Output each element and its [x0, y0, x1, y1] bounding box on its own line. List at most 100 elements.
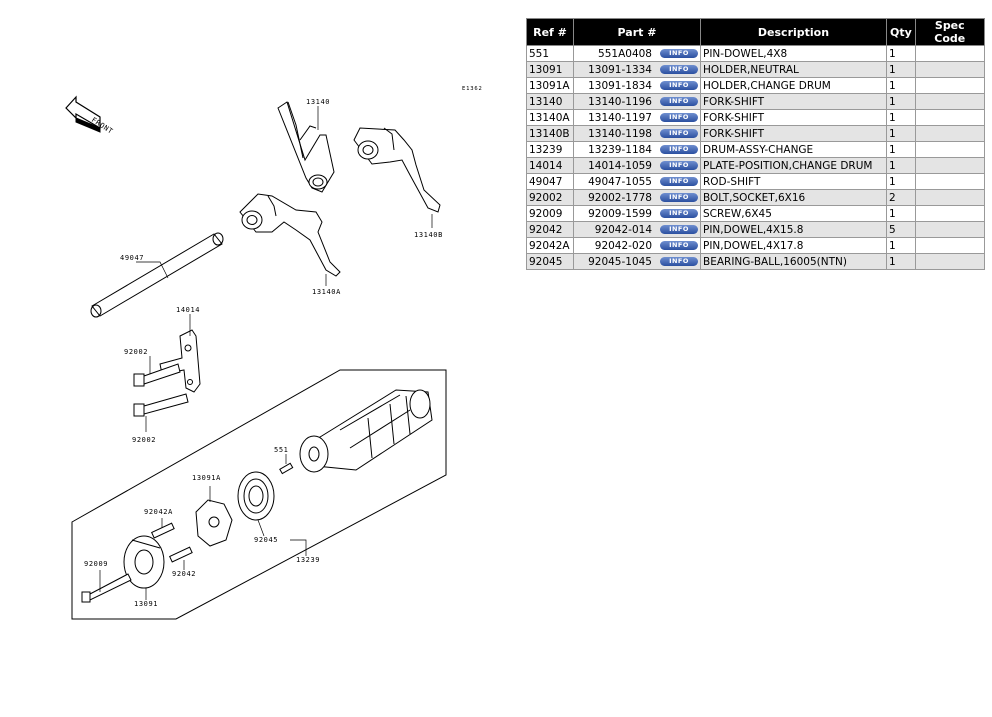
qty-cell: 1 [886, 157, 916, 174]
qty-cell: 1 [886, 109, 916, 126]
description-cell: FORK-SHIFT [700, 109, 887, 126]
ref-cell: 49047 [526, 173, 574, 190]
qty-cell: 1 [886, 253, 916, 270]
qty-cell: 5 [886, 221, 916, 238]
qty-cell: 1 [886, 93, 916, 110]
description-cell: FORK-SHIFT [700, 93, 887, 110]
ref-cell: 92045 [526, 253, 574, 270]
bearing-92045 [237, 471, 275, 521]
bolt-92002-top [133, 363, 181, 387]
col-header-description: Description [700, 18, 887, 46]
shift-rod-49047 [90, 232, 224, 318]
spec-code-cell [914, 141, 985, 158]
info-button[interactable]: INFO [660, 65, 698, 74]
info-button[interactable]: INFO [660, 177, 698, 186]
info-button[interactable]: INFO [660, 161, 698, 170]
ref-cell: 551 [526, 45, 574, 62]
description-cell: PIN-DOWEL,4X8 [700, 45, 887, 62]
ref-cell: 92042 [526, 221, 574, 238]
part-number: 13140-1197 [588, 111, 652, 124]
parts-diagram: E1362 FRONT 13140 13140B 13140A 49047 14… [65, 86, 483, 620]
info-button[interactable]: INFO [660, 97, 698, 106]
part-number: 92042-014 [594, 223, 652, 236]
label-13140: 13140 [306, 98, 330, 106]
table-header-row: Ref # Part # Description Qty Spec Code [526, 18, 985, 46]
ref-cell: 13091 [526, 61, 574, 78]
ref-cell: 14014 [526, 157, 574, 174]
description-cell: ROD-SHIFT [700, 173, 887, 190]
col-header-spec-code: Spec Code [914, 18, 985, 46]
description-cell: BOLT,SOCKET,6X16 [700, 189, 887, 206]
description-cell: FORK-SHIFT [700, 125, 887, 142]
info-button[interactable]: INFO [660, 209, 698, 218]
change-drum-13239 [299, 389, 433, 473]
col-header-part: Part # [573, 18, 701, 46]
ref-cell: 13140A [526, 109, 574, 126]
qty-cell: 1 [886, 125, 916, 142]
label-13091: 13091 [134, 600, 158, 608]
part-number: 13091-1334 [588, 63, 652, 76]
label-92002-bottom: 92002 [132, 436, 156, 444]
position-plate-14014 [159, 329, 201, 393]
info-button[interactable]: INFO [660, 49, 698, 58]
info-button[interactable]: INFO [660, 129, 698, 138]
ref-cell: 92042A [526, 237, 574, 254]
info-button[interactable]: INFO [660, 257, 698, 266]
qty-cell: 1 [886, 173, 916, 190]
dowel-pin-551 [279, 462, 294, 475]
drum-assembly-outline [71, 369, 447, 620]
qty-cell: 1 [886, 237, 916, 254]
spec-code-cell [914, 189, 985, 206]
description-cell: PLATE-POSITION,CHANGE DRUM [700, 157, 887, 174]
info-button[interactable]: INFO [660, 225, 698, 234]
part-number: 13140-1198 [588, 127, 652, 140]
label-92002-top: 92002 [124, 348, 148, 356]
spec-code-cell [914, 157, 985, 174]
col-header-qty: Qty [886, 18, 916, 46]
label-49047: 49047 [120, 254, 144, 262]
part-number-cell: 92045-1045 INFO [573, 253, 701, 270]
info-button[interactable]: INFO [660, 113, 698, 122]
description-cell: PIN,DOWEL,4X17.8 [700, 237, 887, 254]
part-number: 551A0408 [598, 47, 652, 60]
part-number-cell: 13140-1198 INFO [573, 125, 701, 142]
description-cell: PIN,DOWEL,4X15.8 [700, 221, 887, 238]
label-13239: 13239 [296, 556, 320, 564]
description-cell: DRUM-ASSY-CHANGE [700, 141, 887, 158]
part-number: 49047-1055 [588, 175, 652, 188]
diagram-code-label: E1362 [462, 86, 483, 92]
part-number-cell: 92042-014 INFO [573, 221, 701, 238]
part-number-cell: 551A0408 INFO [573, 45, 701, 62]
info-button[interactable]: INFO [660, 193, 698, 202]
bolt-92002-bottom [133, 393, 189, 417]
screw-92009 [81, 573, 132, 603]
label-92009: 92009 [84, 560, 108, 568]
ref-cell: 13140B [526, 125, 574, 142]
info-button[interactable]: INFO [660, 241, 698, 250]
front-arrow-icon [65, 95, 101, 133]
info-button[interactable]: INFO [660, 81, 698, 90]
part-number-cell: 13091-1334 INFO [573, 61, 701, 78]
part-number: 13239-1184 [588, 143, 652, 156]
ref-cell: 92002 [526, 189, 574, 206]
description-cell: BEARING-BALL,16005(NTN) [700, 253, 887, 270]
label-92045: 92045 [254, 536, 278, 544]
info-button[interactable]: INFO [660, 145, 698, 154]
part-number: 92045-1045 [588, 255, 652, 268]
ref-cell: 13140 [526, 93, 574, 110]
part-number-cell: 13239-1184 INFO [573, 141, 701, 158]
